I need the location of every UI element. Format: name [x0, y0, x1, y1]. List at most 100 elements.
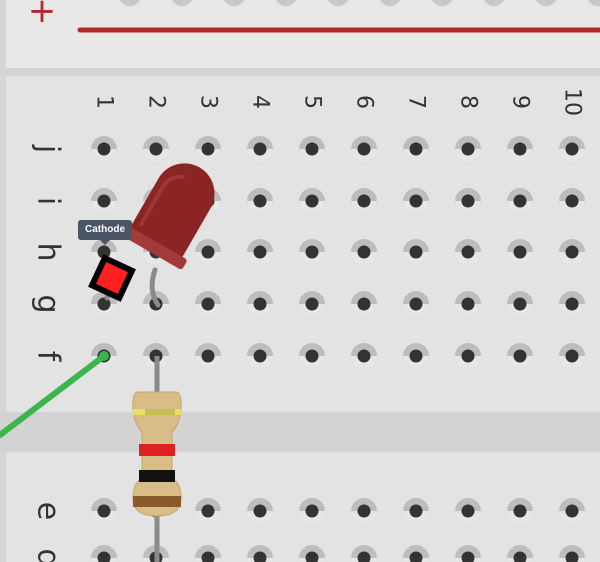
breadboard-hole[interactable] [299, 136, 325, 162]
breadboard-hole[interactable] [455, 188, 481, 214]
breadboard-hole[interactable] [507, 545, 533, 562]
center-channel [0, 412, 600, 452]
breadboard-hole[interactable] [195, 545, 221, 562]
cathode-marker[interactable] [88, 254, 136, 302]
rail-hole[interactable] [430, 0, 454, 6]
breadboard-hole[interactable] [195, 291, 221, 317]
breadboard-hole[interactable] [91, 291, 117, 317]
breadboard-hole[interactable] [559, 291, 585, 317]
breadboard-hole[interactable] [403, 188, 429, 214]
row-label: d [31, 548, 66, 562]
breadboard-hole[interactable] [299, 188, 325, 214]
cathode-marker-fill [96, 262, 128, 294]
rail-divider [0, 68, 600, 76]
rail-hole[interactable] [222, 0, 246, 6]
breadboard-hole[interactable] [91, 136, 117, 162]
breadboard-hole[interactable] [195, 343, 221, 369]
breadboard-hole[interactable] [247, 188, 273, 214]
rail-hole[interactable] [170, 0, 194, 6]
breadboard-hole[interactable] [247, 136, 273, 162]
breadboard-hole[interactable] [299, 343, 325, 369]
breadboard-hole[interactable] [403, 498, 429, 524]
rail-holes [118, 0, 600, 6]
breadboard-hole[interactable] [195, 136, 221, 162]
column-label: 4 [248, 95, 273, 109]
hole-grid[interactable] [91, 136, 585, 562]
breadboard-hole[interactable] [351, 498, 377, 524]
row-label: h [31, 242, 66, 261]
breadboard-hole[interactable] [351, 136, 377, 162]
led-anode-leg [149, 267, 161, 308]
breadboard-hole[interactable] [247, 291, 273, 317]
resistor[interactable] [132, 356, 182, 562]
breadboard-hole[interactable] [507, 188, 533, 214]
breadboard-hole[interactable] [403, 545, 429, 562]
breadboard-hole[interactable] [455, 343, 481, 369]
breadboard-hole[interactable] [507, 239, 533, 265]
rail-plus-sign: + [28, 0, 57, 31]
row-label: i [31, 197, 66, 205]
breadboard-hole[interactable] [403, 343, 429, 369]
rail-hole[interactable] [118, 0, 142, 6]
breadboard-hole[interactable] [299, 291, 325, 317]
breadboard-hole[interactable] [143, 136, 169, 162]
resistor-band-1-shade [145, 409, 175, 415]
breadboard-hole[interactable] [559, 498, 585, 524]
breadboard-hole[interactable] [559, 188, 585, 214]
breadboard-hole[interactable] [403, 136, 429, 162]
breadboard-hole[interactable] [507, 291, 533, 317]
rail-hole[interactable] [482, 0, 506, 6]
resistor-band-1 [133, 409, 181, 415]
power-rail [0, 0, 600, 68]
breadboard-hole[interactable] [455, 545, 481, 562]
breadboard-hole[interactable] [403, 291, 429, 317]
breadboard-hole[interactable] [351, 343, 377, 369]
column-label: 8 [456, 95, 481, 109]
breadboard-hole[interactable] [559, 545, 585, 562]
breadboard-hole[interactable] [247, 545, 273, 562]
breadboard-hole[interactable] [299, 498, 325, 524]
breadboard-hole[interactable] [351, 545, 377, 562]
breadboard-hole[interactable] [247, 498, 273, 524]
breadboard-hole[interactable] [559, 239, 585, 265]
breadboard-hole[interactable] [455, 291, 481, 317]
breadboard-hole[interactable] [195, 239, 221, 265]
breadboard-hole[interactable] [195, 498, 221, 524]
breadboard-hole[interactable] [559, 343, 585, 369]
resistor-band-4 [133, 496, 181, 507]
breadboard-hole[interactable] [91, 498, 117, 524]
rail-hole[interactable] [534, 0, 558, 6]
breadboard-hole[interactable] [455, 136, 481, 162]
breadboard-hole[interactable] [299, 239, 325, 265]
rail-hole[interactable] [586, 0, 600, 6]
wire-end[interactable] [99, 351, 109, 361]
resistor-band-3 [139, 470, 175, 482]
breadboard-hole[interactable] [143, 291, 169, 317]
row-label: g [31, 294, 66, 313]
board-edge [0, 0, 6, 562]
green-wire[interactable] [0, 353, 107, 438]
breadboard-hole[interactable] [247, 239, 273, 265]
rail-hole[interactable] [274, 0, 298, 6]
breadboard-hole[interactable] [455, 498, 481, 524]
led-highlight [138, 174, 186, 227]
led[interactable] [88, 149, 231, 308]
breadboard-hole[interactable] [507, 498, 533, 524]
column-label: 1 [92, 95, 117, 109]
breadboard-hole[interactable] [351, 188, 377, 214]
breadboard-hole[interactable] [351, 239, 377, 265]
breadboard-hole[interactable] [299, 545, 325, 562]
breadboard-hole[interactable] [351, 291, 377, 317]
breadboard-hole[interactable] [455, 239, 481, 265]
rail-hole[interactable] [378, 0, 402, 6]
breadboard-hole[interactable] [507, 136, 533, 162]
breadboard-hole[interactable] [91, 188, 117, 214]
breadboard-hole[interactable] [91, 545, 117, 562]
breadboard-hole[interactable] [247, 343, 273, 369]
rail-hole[interactable] [326, 0, 350, 6]
breadboard-hole[interactable] [507, 343, 533, 369]
breadboard-hole[interactable] [403, 239, 429, 265]
row-label: j [31, 144, 66, 153]
breadboard-hole[interactable] [559, 136, 585, 162]
